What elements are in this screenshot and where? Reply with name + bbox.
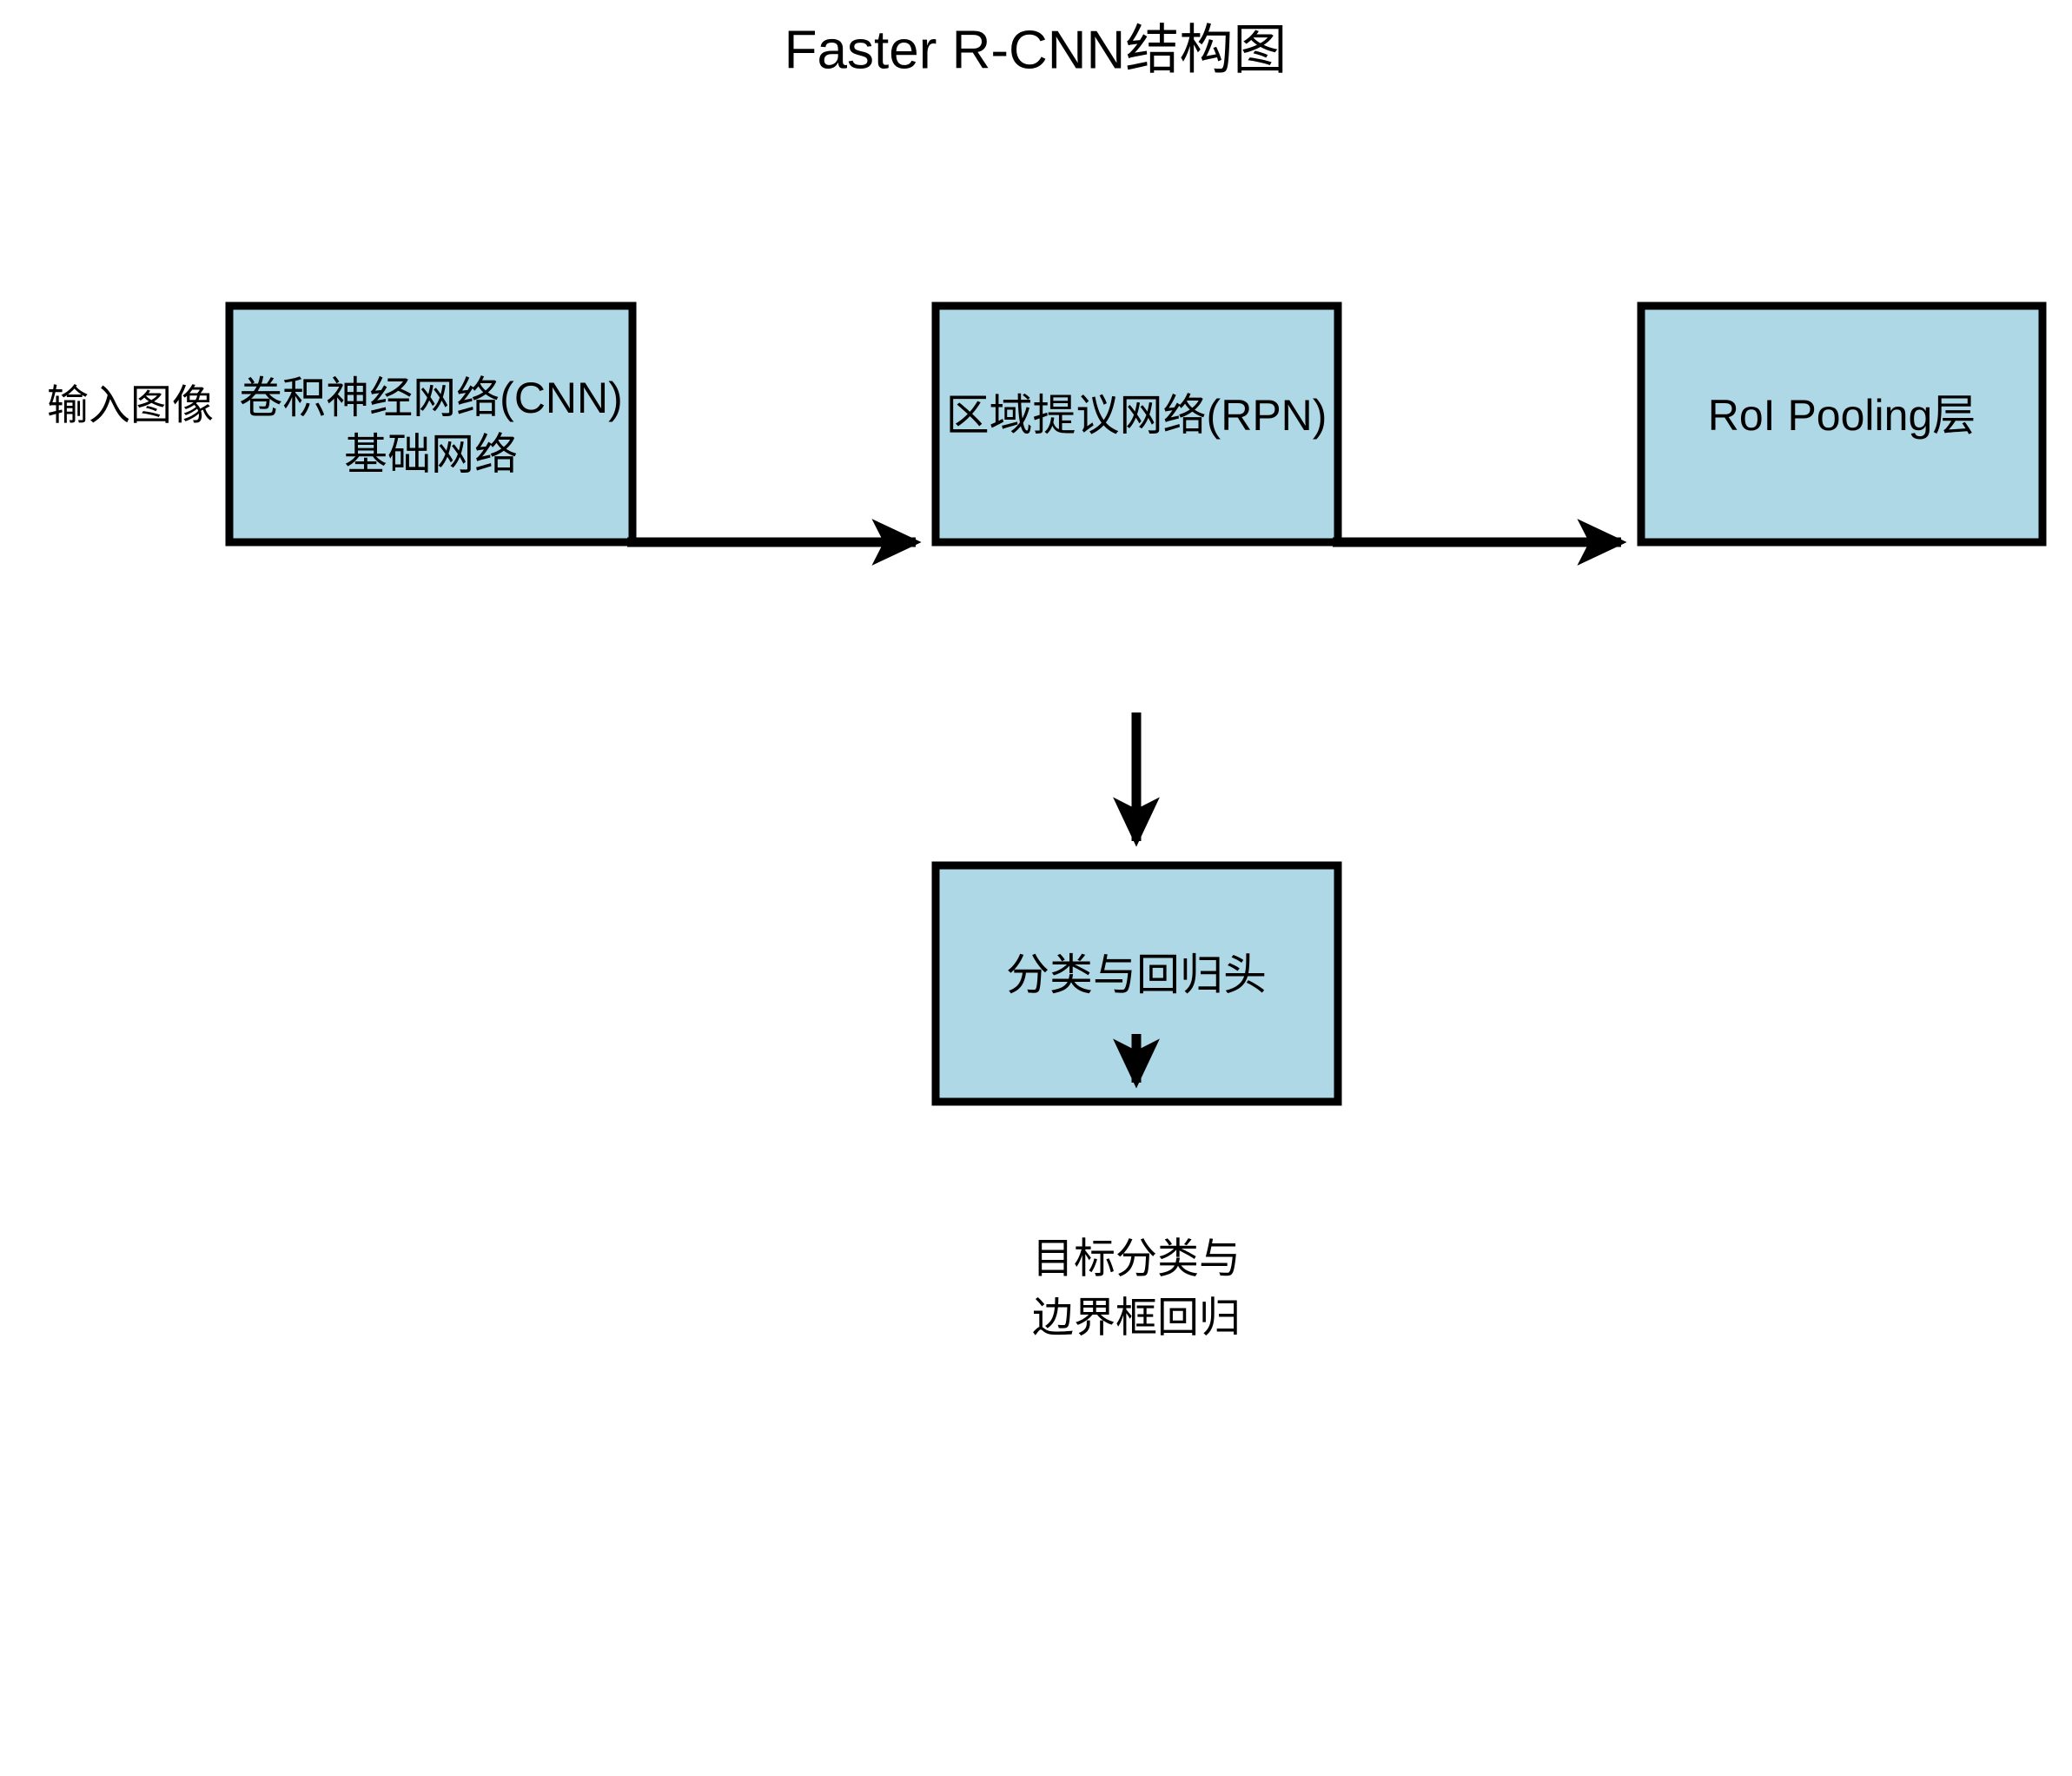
node-backbone[interactable] xyxy=(225,302,637,547)
node-rpn-label-line1: 区域提议网络(RPN) xyxy=(946,391,1327,440)
node-roipooling[interactable] xyxy=(1637,302,2047,547)
caption-line2: 边界框回归 xyxy=(1032,1296,1241,1342)
diagram-title: Faster R-CNN结构图 xyxy=(784,20,1288,80)
node-rpn[interactable] xyxy=(931,302,1342,547)
edge-label-input: 输入图像 xyxy=(47,383,214,429)
node-backbone-label-line1: 卷积神经网络(CNN) xyxy=(239,374,623,422)
caption-line1: 目标分类与 xyxy=(1032,1236,1241,1282)
node-backbone-label-line2: 基础网络 xyxy=(344,430,518,479)
node-roipooling-label-line1: RoI Pooling层 xyxy=(1708,391,1976,440)
node-head[interactable] xyxy=(931,861,1342,1106)
node-head-label-line1: 分类与回归头 xyxy=(1006,951,1267,999)
